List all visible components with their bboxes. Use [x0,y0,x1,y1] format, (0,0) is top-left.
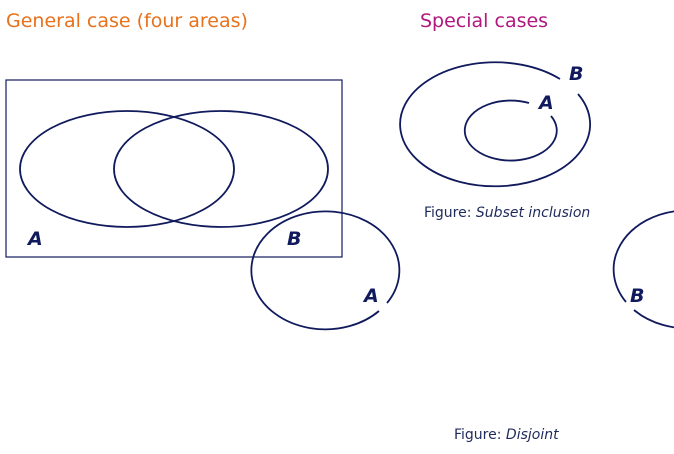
disjoint-caption: Figure: Disjoint [454,427,559,443]
subset-caption-prefix: Figure: [424,205,472,221]
disjoint-caption-prefix: Figure: [454,427,502,443]
inner-set-a-curve [463,99,558,162]
universe-frame [5,79,343,258]
set-b-label: B [287,228,301,250]
disjoint-left-label: A [362,285,379,307]
outer-set-b-curve [399,61,591,188]
disjoint-caption-text: Disjoint [505,427,559,443]
set-b-ellipse [113,110,329,228]
special-cases-heading: Special cases [420,10,549,32]
subset-inner-label: A [537,92,554,114]
general-case-heading: General case (four areas) [6,10,248,32]
subset-caption: Figure: Subset inclusion [424,205,590,221]
subset-diagram: B A [399,61,591,188]
subset-caption-text: Subset inclusion [475,205,591,221]
disjoint-right-label: B [630,285,644,307]
disjoint-diagram: A B [250,210,674,331]
general-case-diagram: A B [5,79,343,258]
subset-outer-label: B [569,63,583,85]
disjoint-set-b-curve [612,210,674,329]
disjoint-set-a-curve [250,210,401,331]
set-a-ellipse [19,110,235,228]
set-a-label: A [26,228,43,250]
